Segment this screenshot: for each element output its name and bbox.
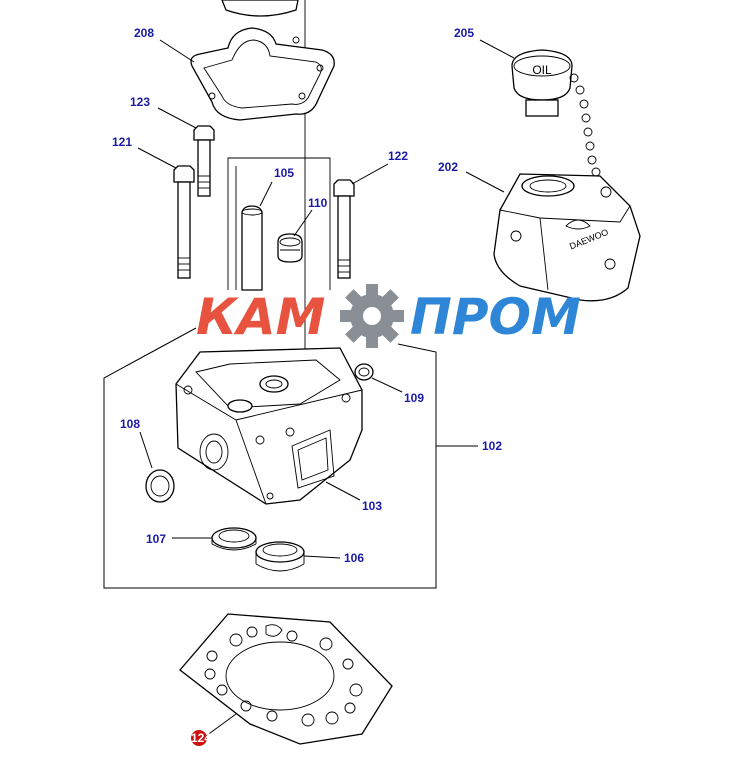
callout-102: 102 [482, 439, 502, 453]
callout-208: 208 [134, 26, 154, 40]
valve-seat-ring-106 [255, 541, 305, 572]
bolt-122 [333, 179, 355, 279]
callout-105: 105 [274, 166, 294, 180]
callout-124: 124 [191, 731, 211, 745]
callout-205: 205 [454, 26, 474, 40]
callout-108: 108 [120, 417, 140, 431]
callout-103: 103 [362, 499, 382, 513]
assembly-frame-102 [103, 327, 478, 589]
watermark-logo: КАМ ПРОМ [196, 284, 581, 348]
callout-202: 202 [438, 160, 458, 174]
head-gasket-124 [179, 613, 393, 745]
o-ring-109 [354, 363, 374, 381]
callout-labels: 208 205 123 121 122 105 110 202 109 108 … [112, 26, 502, 746]
callout-107: 107 [146, 532, 166, 546]
callout-121: 121 [112, 135, 132, 149]
callout-124-badge [191, 730, 207, 746]
callout-123: 123 [130, 95, 150, 109]
cover-gasket-208 [190, 27, 335, 121]
oil-filler-cap-205: OIL [511, 49, 573, 117]
gear-icon [340, 284, 404, 348]
cylinder-head-103 [175, 347, 363, 505]
top-cover-partial [221, 0, 306, 360]
bolt-121 [173, 165, 195, 279]
bolt-123 [193, 125, 215, 197]
valve-seal-110 [277, 233, 303, 263]
rocker-cover-202: DAEWOO [493, 173, 641, 302]
cap-chain [569, 73, 607, 189]
seal-ring-108 [145, 469, 175, 503]
watermark-right-text: ПРОМ [410, 288, 581, 346]
callout-106: 106 [344, 551, 364, 565]
callout-122: 122 [388, 149, 408, 163]
callout-110: 110 [308, 196, 328, 210]
valve-guide-105 [241, 205, 263, 291]
watermark-left-text: КАМ [196, 288, 325, 346]
callout-109: 109 [404, 391, 424, 405]
leader-lines [137, 39, 515, 737]
valve-seat-ring-107 [211, 527, 257, 551]
guide-bracket [227, 157, 331, 290]
cap-oil-text: OIL [532, 63, 552, 77]
